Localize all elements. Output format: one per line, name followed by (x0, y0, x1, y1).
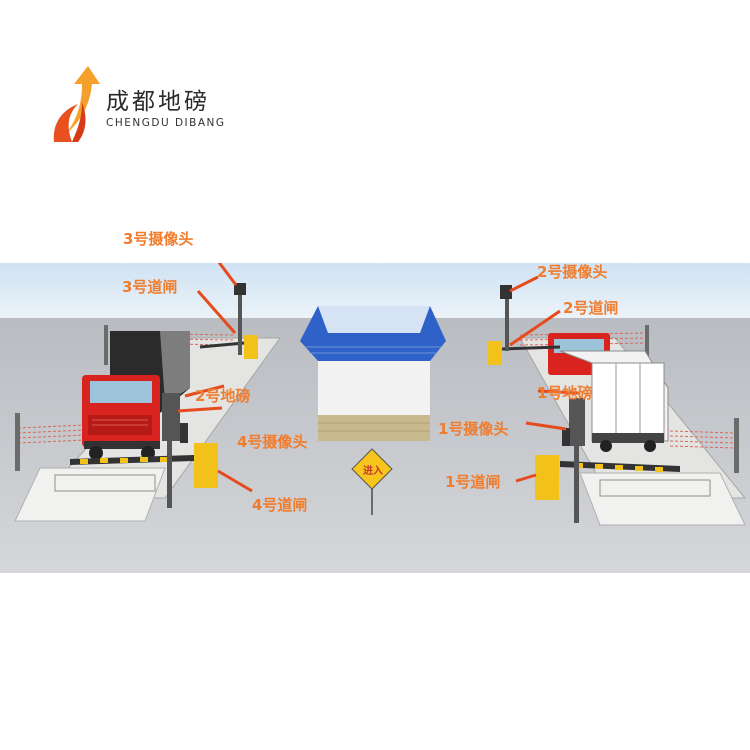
camera4-pole (167, 403, 172, 508)
label-camera1: 1号摄像头 (438, 420, 509, 438)
label-camera4: 4号摄像头 (237, 433, 308, 451)
camera1-pole (574, 408, 579, 523)
brand-logo: 成都地磅 CHENGDU DIBANG (48, 62, 248, 152)
label-scale1: 1号地磅 (537, 384, 593, 402)
gate4 (70, 443, 218, 488)
entry-sign-text: 进入 (363, 466, 383, 477)
brand-name-en: CHENGDU DIBANG (106, 117, 226, 129)
label-gate2: 2号道闸 (563, 299, 619, 317)
label-gate4: 4号道闸 (252, 496, 308, 514)
gate2 (488, 341, 561, 365)
left-ramp (14, 467, 166, 522)
label-gate1: 1号道闸 (445, 473, 501, 491)
right-ramp (579, 472, 746, 526)
gate1 (535, 455, 680, 500)
brand-name-cn: 成都地磅 (106, 89, 210, 115)
weighbridge-scene: 进入 (0, 252, 750, 573)
label-camera2: 2号摄像头 (537, 263, 608, 281)
scene-illustration (0, 252, 750, 573)
entry-sign (351, 448, 393, 515)
gate3 (199, 335, 258, 359)
label-camera3: 3号摄像头 (123, 230, 194, 248)
right-truck (548, 333, 669, 452)
left-truck (82, 331, 190, 460)
label-gate3: 3号道闸 (122, 278, 178, 296)
camera2-pole (505, 285, 509, 351)
label-scale2: 2号地磅 (195, 387, 251, 405)
guard-house (300, 306, 446, 441)
flame-arrow-icon (53, 66, 100, 142)
camera3-pole (238, 283, 242, 355)
